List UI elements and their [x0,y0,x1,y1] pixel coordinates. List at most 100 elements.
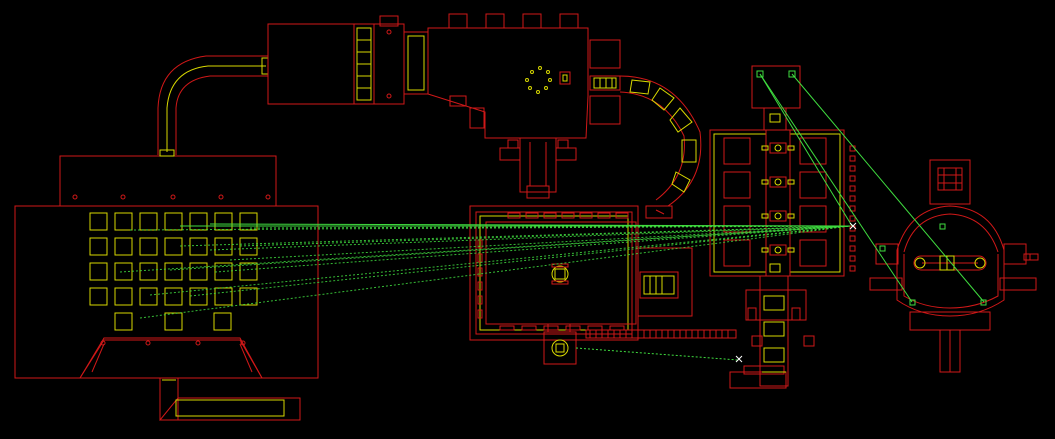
bench-segment [543,325,559,331]
rivet [849,235,856,242]
node-pin [761,247,769,253]
cell [723,239,751,267]
pillar [214,237,233,256]
teleporter-line [119,225,851,273]
cell [799,171,827,199]
pillar [239,237,258,256]
pillar [139,287,158,306]
bench-segment [507,212,521,219]
node [769,142,787,154]
wall-bolts [72,194,271,346]
cell [723,137,751,165]
bench-row [477,212,629,331]
bench-segment [477,239,483,249]
rivet [849,265,856,272]
pillar [139,237,158,256]
pillar [114,312,133,331]
pillar [189,262,208,281]
teleporter-line [249,225,851,229]
node-pin [761,179,769,185]
cell [723,171,751,199]
teleporter-lines-right [575,70,987,361]
storage-cells [723,137,827,267]
pillar-grid [89,212,258,331]
bench-segment [477,309,483,319]
left-chamber [14,155,319,379]
node-core [774,178,782,186]
cell [799,137,827,165]
teleporter-line [209,225,851,251]
node-core [774,212,782,220]
pillar [189,212,208,231]
pillar [164,212,183,231]
pillar [89,212,108,231]
bench-segment [477,281,483,291]
node-core [774,246,782,254]
east-tunnel [589,75,702,219]
node [769,176,787,188]
teleporter-line [229,225,851,261]
reactor-room [869,159,1039,373]
rivet [849,245,856,252]
rivet [849,255,856,262]
teleporter-line [139,225,851,319]
pillar [214,212,233,231]
pillar [164,237,183,256]
node-pin [761,213,769,219]
teleporter-line [214,225,851,273]
pillar [164,287,183,306]
pillar [114,287,133,306]
pillar [89,287,108,306]
rivet [849,195,856,202]
rivet [849,165,856,172]
cell [799,205,827,233]
node-pin [787,179,795,185]
bench-segment [579,212,593,219]
bench-segment [477,253,483,263]
rivet [849,215,856,222]
bench-segment [609,325,625,331]
node [769,244,787,256]
bench-segment [615,212,629,219]
bench-segment [561,212,575,219]
item-marker [735,355,743,363]
bench-segment [543,212,557,219]
teleporter-line [149,225,851,296]
south-exit [158,377,301,421]
rivet [849,155,856,162]
node-pin [787,213,795,219]
teleporter-lines [119,223,851,319]
node [769,263,781,273]
pillar [239,287,258,306]
player-arrow [849,222,857,230]
pillar [214,287,233,306]
curved-corridor [157,55,269,157]
pillar [239,212,258,231]
node [769,113,781,123]
rune-circle [525,66,571,94]
node-pin [787,145,795,151]
bench-segment [521,325,537,331]
pillar [89,262,108,281]
cell [723,205,751,233]
rivet [849,185,856,192]
node-pin [761,145,769,151]
rail-ticks [589,330,729,338]
conduit-nodes [761,113,795,273]
side-rivets [849,145,856,272]
machine-block [709,65,856,389]
pillar [164,312,183,331]
bench-segment [587,325,603,331]
pillar [189,237,208,256]
bench-segment [499,325,515,331]
pillar [239,262,258,281]
pillar [213,312,232,331]
bench-segment [477,295,483,305]
pillar [114,237,133,256]
node [769,210,787,222]
bench-segment [477,267,483,277]
pillar [89,237,108,256]
teleporter-line [189,225,851,297]
node-core [774,144,782,152]
